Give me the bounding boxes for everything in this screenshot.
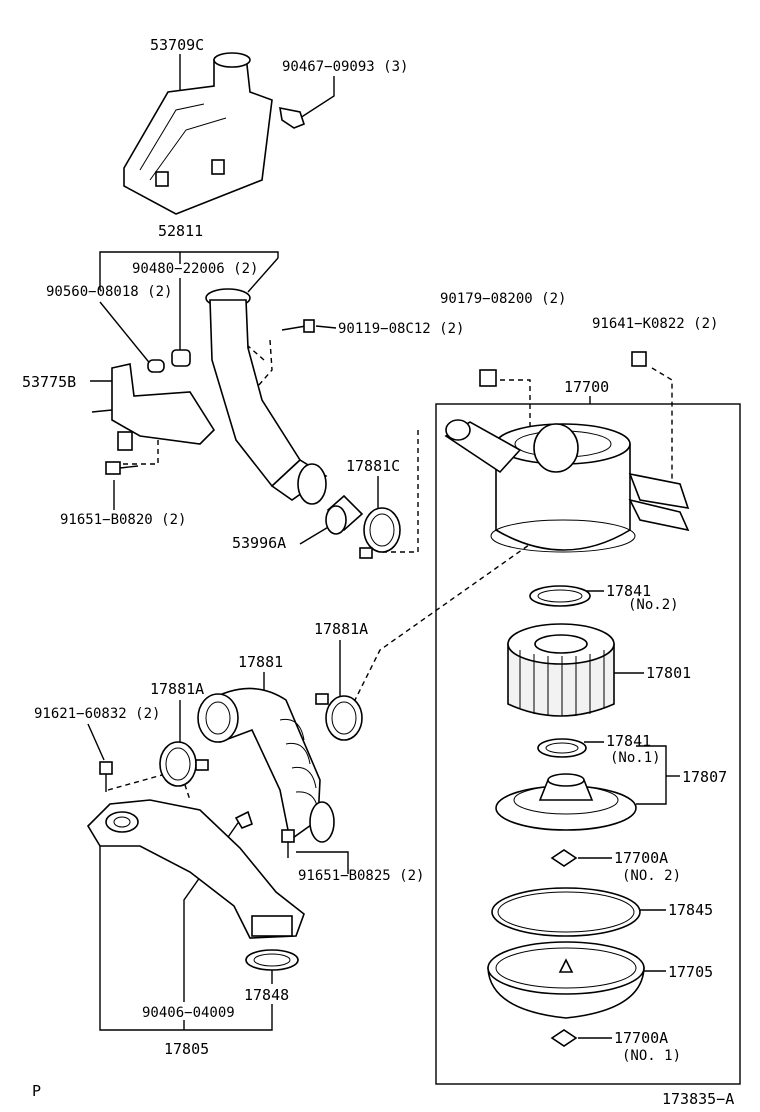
label-90480: 90480−22006 (2) [132, 261, 258, 277]
clamp-17881c [359, 507, 401, 559]
bolt-91651-b0825 [281, 829, 295, 858]
label-17700a-no2-sub: (NO. 2) [622, 868, 681, 884]
clamp-17881a-top [315, 693, 363, 741]
label-90560: 90560−08018 (2) [46, 284, 172, 300]
duct-52811 [205, 288, 328, 505]
corner-mark: P [32, 1082, 41, 1100]
label-17700: 17700 [564, 378, 609, 396]
case-17705 [487, 941, 645, 1019]
bolt-90119 [281, 319, 315, 333]
label-90179: 90179−08200 (2) [440, 291, 566, 307]
label-17841-no1-sub: (No.1) [610, 750, 661, 766]
nut-90179 [479, 369, 497, 387]
label-17807: 17807 [682, 768, 727, 786]
label-17700a-no1: 17700A [614, 1029, 668, 1047]
label-53775b: 53775B [22, 373, 76, 391]
label-17705: 17705 [668, 963, 713, 981]
clip-17700a-no1 [550, 1029, 578, 1047]
label-90406: 90406−04009 [142, 1005, 235, 1021]
label-53996a: 53996A [232, 534, 286, 552]
label-90467: 90467−09093 (3) [282, 59, 408, 75]
duct-17805 [86, 799, 305, 939]
bracket-53775b [91, 363, 216, 451]
label-17801: 17801 [646, 664, 691, 682]
clip-17700a-no2 [550, 849, 578, 867]
label-17841-no2-sub: (No.2) [628, 597, 679, 613]
diagram-id: 173835−A [662, 1090, 734, 1108]
label-91651-b0825: 91651−B0825 (2) [298, 868, 424, 884]
bolt-91621 [99, 761, 113, 792]
gasket-17845 [491, 887, 641, 937]
label-17881c: 17881C [346, 457, 400, 475]
cover-53709c [123, 52, 273, 215]
filter-17801 [507, 623, 615, 717]
gasket-17841-no1 [537, 738, 587, 758]
label-17805: 17805 [164, 1040, 209, 1058]
part-shapes [86, 52, 690, 1047]
bushing-90560 [147, 359, 165, 373]
label-17845: 17845 [668, 901, 713, 919]
clamp-90406 [234, 810, 253, 829]
label-91651-b0820: 91651−B0820 (2) [60, 512, 186, 528]
label-17881: 17881 [238, 653, 283, 671]
label-17841-no2: 17841 [606, 582, 651, 600]
hose-17881 [197, 687, 335, 843]
label-91641: 91641−K0822 (2) [592, 316, 718, 332]
bolt-91641 [631, 351, 647, 367]
label-17841-no1: 17841 [606, 732, 651, 750]
clip-90467 [279, 106, 305, 129]
label-53709c: 53709C [150, 36, 204, 54]
label-17848: 17848 [244, 986, 289, 1004]
label-17700a-no2: 17700A [614, 849, 668, 867]
label-90119: 90119−08C12 (2) [338, 321, 464, 337]
grommet-90480 [171, 349, 191, 367]
label-17881a-left: 17881A [150, 680, 204, 698]
label-52811: 52811 [158, 222, 203, 240]
label-17700a-no1-sub: (NO. 1) [622, 1048, 681, 1064]
label-91621: 91621−60832 (2) [34, 706, 160, 722]
clamp-17881a-left [159, 741, 209, 787]
sleeve-53996a [325, 494, 364, 535]
gasket-17848 [245, 949, 299, 971]
bolt-91651-b0820 [105, 461, 139, 475]
gasket-17841-no2 [529, 585, 591, 607]
housing-17700 [444, 419, 690, 553]
label-17881a-top: 17881A [314, 620, 368, 638]
part-labels: 53709C 90467−09093 (3) 52811 90480−22006… [22, 36, 734, 1108]
cap-17807 [495, 773, 637, 831]
